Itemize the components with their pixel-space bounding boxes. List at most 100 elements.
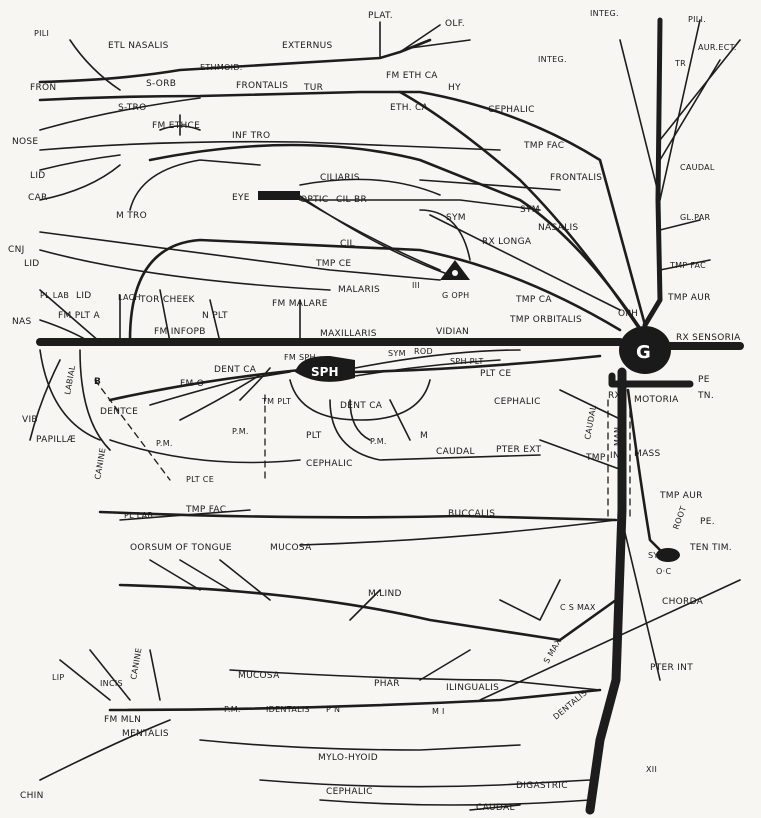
label-tmp-aur-top: TMP AUR (667, 293, 711, 303)
label-tmp-fac-r: TMP FAC (669, 261, 706, 270)
label-caudal-bot: CAUDAL (476, 803, 515, 813)
label-m-lind: M.LIND (368, 589, 402, 599)
label-caudal-right: CAUDAL (680, 163, 715, 172)
tympanic-branches (540, 390, 680, 562)
label-tmp-fac-top: TMP FAC (523, 141, 564, 151)
label-pl-lab-top: PL LAB (40, 291, 69, 300)
label-rod: ROD (414, 347, 433, 356)
label-nasalis-r: NASALIS (538, 223, 578, 233)
label-s-orb: S-ORB (146, 79, 176, 89)
label-mucosa-top: MUCOSA (270, 543, 312, 553)
label-malaris: MALARIS (338, 285, 380, 295)
label-tur: TUR (303, 83, 323, 93)
label-olf: OLF. (445, 19, 465, 29)
label-frontalis: FRONTALIS (236, 81, 288, 91)
label-fm-eth-ca: FM ETH CA (386, 71, 438, 81)
label-incis: INCIS (100, 679, 123, 688)
gasserian-ganglion: G (619, 326, 671, 374)
label-pl-lab: PL LAB (124, 511, 153, 520)
label-sym-low: SYM (648, 551, 666, 560)
label-dent-ca: DENT CA (214, 365, 257, 375)
label-frontalis-r: FRONTALIS (550, 173, 602, 183)
label-fm-sph: FM SPH (284, 353, 316, 362)
label-fm-infopb: FM INFOPB (154, 327, 206, 337)
label-canine: CANINE (93, 447, 107, 480)
label-integ-top: INTEG. (590, 9, 619, 18)
main-trunks (40, 20, 740, 810)
label-g-oph: G OPH (442, 291, 469, 300)
label-nose: NOSE (12, 137, 38, 147)
label-s-max: S MAX (542, 637, 563, 665)
label-chin: CHIN (20, 791, 44, 801)
label-cephalic-mid: CEPHALIC (494, 397, 541, 407)
label-tmp-orbitalis: TMP ORBITALIS (509, 315, 582, 325)
label-lach: LACH (118, 293, 141, 302)
label-sym-v: SYM (388, 349, 406, 358)
label-xii: XII (646, 765, 657, 774)
label-m-tro: M TRO (116, 211, 147, 221)
label-pn: P N (326, 705, 340, 714)
label-man: MAN (613, 427, 622, 446)
label-ethmoid: ETHMOID. (200, 63, 243, 72)
label-lid-top: LID (30, 171, 46, 181)
label-vidian: VIDIAN (436, 327, 469, 337)
label-canine2: CANINE (129, 647, 143, 680)
label-n-plt: N PLT (202, 311, 228, 321)
label-sph-plt: SPH PLT (450, 357, 484, 366)
label-tmp-ca: TMP CA (515, 295, 552, 305)
label-fm-plt-a: FM PLT A (58, 311, 100, 321)
label-mylo-hyoid: MYLO-HYOID (318, 753, 378, 763)
label-plt: PLT (306, 431, 322, 441)
optic-nerve (258, 191, 300, 200)
label-cnj: CNJ (8, 245, 25, 255)
label-cephalic-low: CEPHALIC (306, 459, 353, 469)
label-cil-br: CIL BR (336, 195, 367, 205)
label-caudal-mid: CAUDAL (436, 447, 475, 457)
label-dent-ca2: DENT CA (340, 401, 383, 411)
label-infr-tro: INF TRO (232, 131, 270, 141)
auricular-branches (620, 20, 740, 270)
label-etl-nasalis: ETL NASALIS (108, 41, 169, 51)
label-chorda: CHORDA (662, 597, 704, 607)
label-phar: PHAR (374, 679, 400, 689)
label-dentce: DENTCE (100, 407, 138, 417)
label-tor-cheek: TOR CHEEK (139, 295, 196, 305)
label-lip: LIP (52, 673, 65, 682)
label-car: CAR (28, 193, 48, 203)
label-hy: HY (448, 83, 461, 93)
label-vib: VIB (22, 415, 38, 425)
label-oph: OPH (618, 309, 638, 319)
label-pe: PE (698, 375, 710, 385)
label-aur-ect: AUR.ECT. (698, 43, 737, 52)
label-mucosa: MUCOSA (238, 671, 280, 681)
label-ciliaris: CILIARIS (320, 173, 360, 183)
label-fron: FRON (30, 83, 56, 93)
label-m: M (420, 431, 428, 441)
label-fm-malare: FM MALARE (272, 299, 328, 309)
label-fm-mln: FM MLN (104, 715, 141, 725)
ganglion-label: G (636, 342, 651, 363)
label-mass: MASS (634, 449, 661, 459)
label-oorsum: OORSUM OF TONGUE (130, 543, 232, 553)
label-tmp-fac: TMP FAC (185, 505, 226, 515)
label-identalis: IDENTALIS (266, 705, 310, 714)
label-rx-longa: RX LONGA (482, 237, 532, 247)
label-cephalic-bot: CEPHALIC (326, 787, 373, 797)
label-pm-low: P.M. (224, 705, 241, 714)
label-nas: NAS (12, 317, 32, 327)
label-rx-sensoria: RX SENSORIA (676, 333, 741, 343)
label-int: INT (610, 451, 626, 461)
label-sym-r: SYM (520, 205, 540, 215)
label-pter-int: PTER INT (650, 663, 693, 673)
label-tn: TN. (697, 391, 714, 401)
label-cephalic-top: CEPHALIC (488, 105, 535, 115)
label-tm-plt: TM PLT (261, 397, 291, 406)
label-ten-tim: TEN TIM. (689, 543, 732, 553)
label-plt-ce: PLT CE (480, 369, 511, 379)
label-maxillaris: MAXILLARIS (320, 329, 377, 339)
label-gl-par: GL.PAR (680, 213, 710, 222)
label-pili-tr: PILI. (688, 15, 706, 24)
label-pe2: PE. (700, 517, 715, 527)
